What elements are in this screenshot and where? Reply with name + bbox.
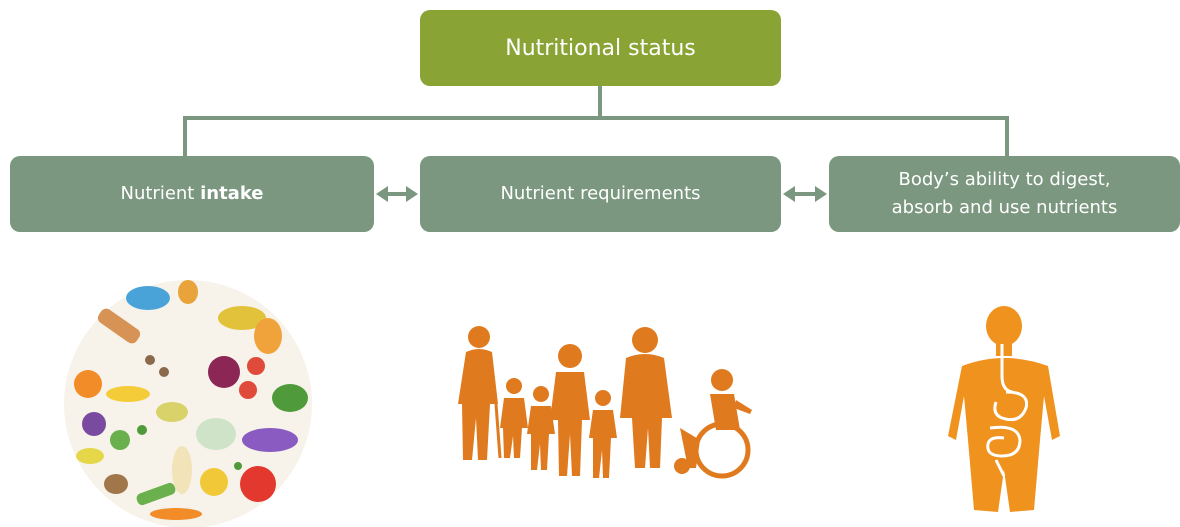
intake-label-prefix: Nutrient (120, 183, 201, 204)
body-ability-line1: Body’s ability to digest, (898, 169, 1111, 190)
body-ability-box: Body’s ability to digest, absorb and use… (829, 156, 1180, 232)
nutrient-intake-box: Nutrient intake (10, 156, 374, 232)
requirements-label: Nutrient requirements (500, 183, 701, 204)
diagram-title: Nutritional status (505, 35, 696, 61)
digestive-system-icon (948, 306, 1060, 512)
body-ability-line2: absorb and use nutrients (891, 197, 1118, 218)
double-arrow-icon (376, 186, 418, 202)
nutritional-status-box: Nutritional status (420, 10, 781, 86)
body-ability-label: Body’s ability to digest, absorb and use… (892, 166, 1118, 222)
nutrient-requirements-box: Nutrient requirements (420, 156, 781, 232)
intake-label: Nutrient intake (120, 180, 263, 208)
food-circle-icon (64, 280, 312, 527)
people-group-icon (458, 326, 752, 479)
intake-label-emphasis: intake (200, 183, 264, 204)
double-arrow-icon (783, 186, 827, 202)
